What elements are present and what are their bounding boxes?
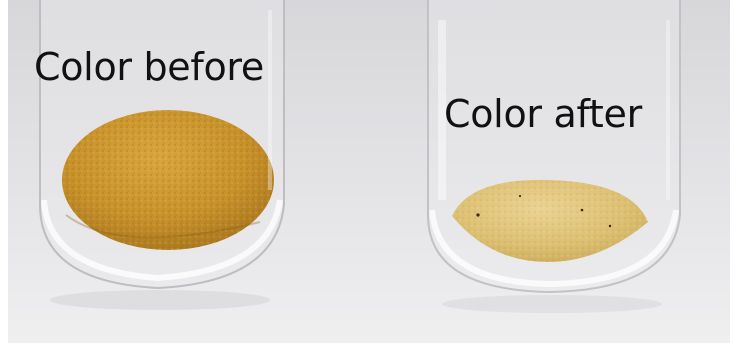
left-border xyxy=(0,0,8,343)
tube-after xyxy=(427,0,681,294)
label-color-after: Color after xyxy=(444,92,642,136)
tube-before xyxy=(39,0,285,290)
label-color-before: Color before xyxy=(34,45,264,89)
right-border xyxy=(730,0,738,343)
